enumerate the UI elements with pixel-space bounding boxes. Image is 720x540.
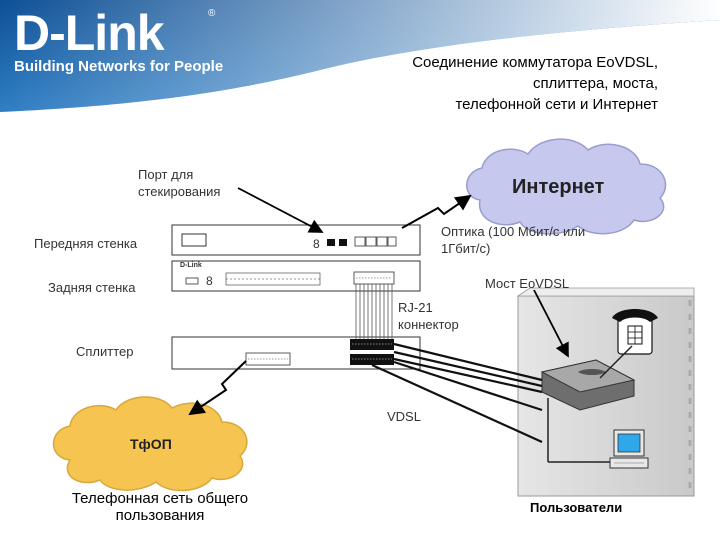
splitter-device [171,336,421,370]
bridge-pointer [533,289,569,358]
header-banner [0,0,720,112]
title-line-1: Соединение коммутатора EoVDSL, [412,54,658,71]
stacking-pointer [237,187,324,233]
svg-text:8: 8 [313,237,320,251]
eovdsl-bridge-icon [540,359,636,411]
device-brand-label: D-Link [180,262,202,269]
computer-icon [609,429,649,469]
optics-label: Оптика (100 Мбит/с или 1Гбит/с) [441,224,586,256]
slide-title: Соединение коммутатора EoVDSL, сплиттера… [298,52,658,115]
title-line-2: сплиттера, моста, [532,75,658,92]
telephone-icon [612,309,658,355]
internet-cloud [466,138,667,235]
optics-link [401,194,472,229]
logo-tagline: Building Networks for People [14,58,224,75]
pstn-cloud [52,396,248,492]
vdsl-lines [371,342,543,444]
front-panel-label: Передняя стенка [34,236,138,251]
users-caption: Пользователи [530,500,623,515]
rj21-cable [355,284,393,339]
pstn-caption: Телефонная сеть общего пользования [71,490,249,524]
switch-back-panel: 8 [171,260,421,292]
title-line-3: телефонной сети и Интернет [455,96,658,113]
pstn-link [188,360,247,416]
vdsl-label: VDSL [387,409,421,424]
logo-text: D-Link [14,5,165,61]
pstn-cloud-label: ТфОП [130,436,172,452]
registered-mark: ® [208,8,216,19]
internet-cloud-label: Интернет [512,176,605,198]
dlink-logo: D-Link ® Building Networks for People [14,6,234,76]
svg-text:8: 8 [206,274,213,288]
stacking-port-label: Порт для стекирования [138,167,221,199]
splitter-label: Сплиттер [76,344,134,359]
switch-front-panel: 8 [171,224,421,256]
rj21-label: RJ-21 коннектор [398,300,459,332]
back-panel-label: Задняя стенка [48,280,136,295]
bridge-label: Мост EoVDSL [485,276,570,291]
